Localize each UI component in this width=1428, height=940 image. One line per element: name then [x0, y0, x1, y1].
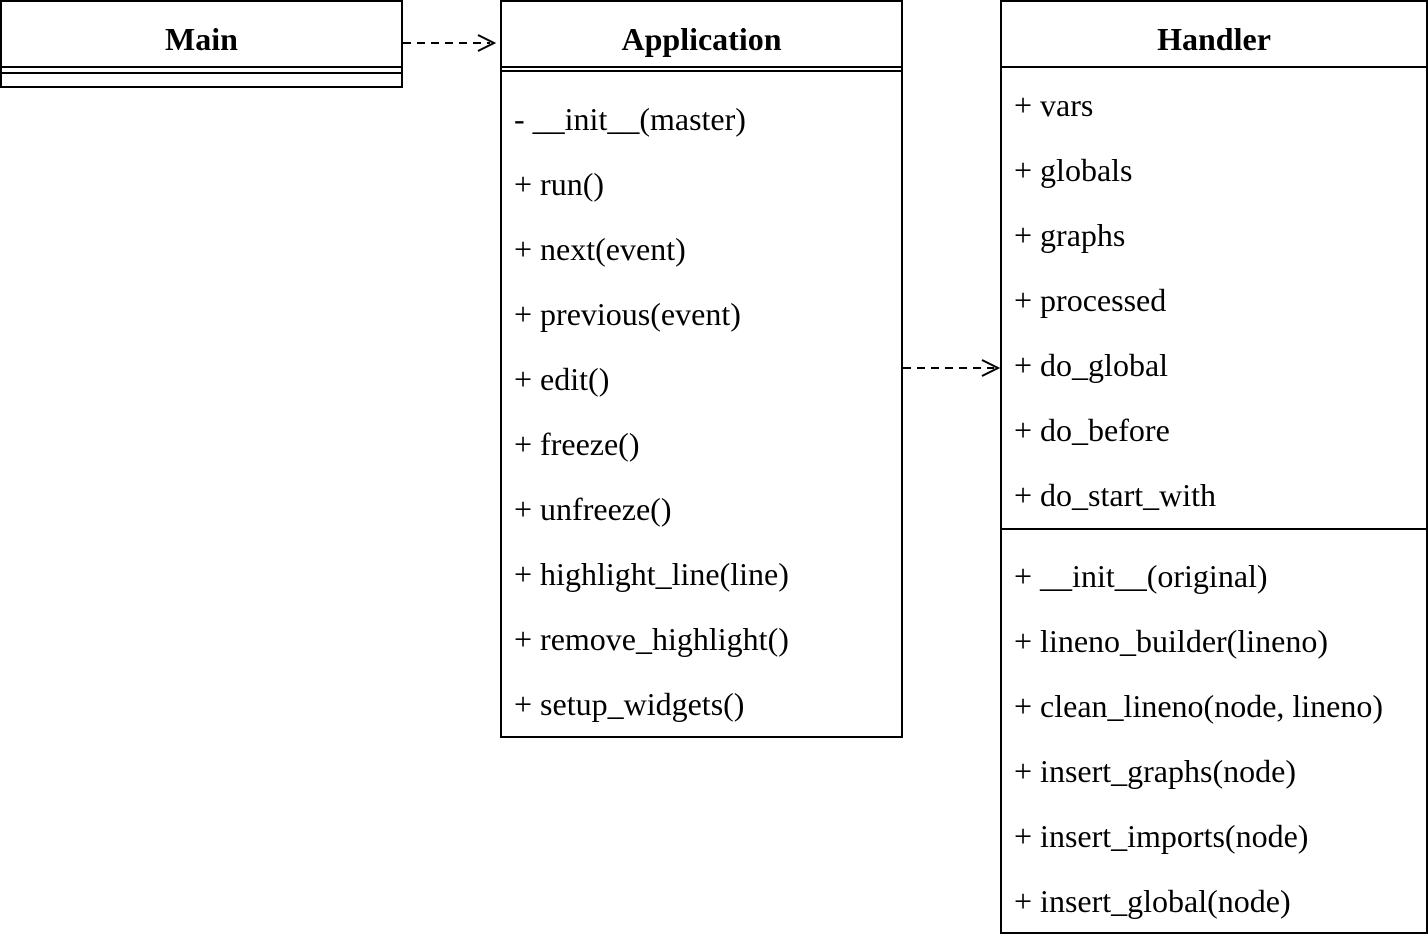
method-item: + freeze() [514, 426, 640, 462]
handler-attributes: + vars + globals + graphs + processed + … [1002, 68, 1426, 528]
application-methods: - __init__(master) + run() + next(event)… [502, 72, 901, 737]
handler-methods: + __init__(original) + lineno_builder(li… [1002, 530, 1426, 934]
class-handler-attr-separator [1002, 528, 1426, 530]
method-item: + unfreeze() [514, 491, 672, 527]
attribute-item: + globals [1014, 152, 1133, 188]
method-item: + run() [514, 166, 605, 202]
attribute-item: + vars [1014, 87, 1094, 123]
method-item: + clean_lineno(node, lineno) [1014, 688, 1384, 724]
attribute-item: + processed [1014, 282, 1167, 318]
method-item: + edit() [514, 361, 610, 397]
method-item: - __init__(master) [514, 101, 746, 137]
method-item: + insert_global(node) [1014, 883, 1291, 919]
open-arrowhead-icon [981, 359, 1001, 377]
dependency-application-to-handler[interactable] [903, 359, 1001, 377]
method-item: + insert_imports(node) [1014, 818, 1309, 854]
class-application-separator [502, 66, 901, 72]
class-main-separator [2, 66, 401, 74]
open-arrowhead-icon [477, 34, 497, 52]
class-application[interactable]: Application - __init__(master) + run() +… [500, 0, 903, 738]
attribute-item: + do_before [1014, 412, 1170, 448]
method-item: + insert_graphs(node) [1014, 753, 1296, 789]
method-item: + setup_widgets() [514, 686, 745, 722]
class-handler-name-separator [1002, 66, 1426, 68]
method-item: + __init__(original) [1014, 558, 1268, 594]
class-name-main: Main [165, 21, 238, 57]
class-main[interactable]: Main [0, 0, 403, 88]
attribute-item: + graphs [1014, 217, 1126, 253]
class-name-handler: Handler [1157, 21, 1271, 57]
method-item: + remove_highlight() [514, 621, 789, 657]
method-item: + lineno_builder(lineno) [1014, 623, 1328, 659]
attribute-item: + do_start_with [1014, 477, 1217, 513]
class-handler[interactable]: Handler + vars + globals + graphs + proc… [1000, 0, 1428, 934]
dependency-main-to-application[interactable] [403, 34, 497, 52]
class-name-application: Application [621, 21, 782, 57]
method-item: + next(event) [514, 231, 686, 267]
method-item: + previous(event) [514, 296, 741, 332]
method-item: + highlight_line(line) [514, 556, 789, 592]
attribute-item: + do_global [1014, 347, 1169, 383]
